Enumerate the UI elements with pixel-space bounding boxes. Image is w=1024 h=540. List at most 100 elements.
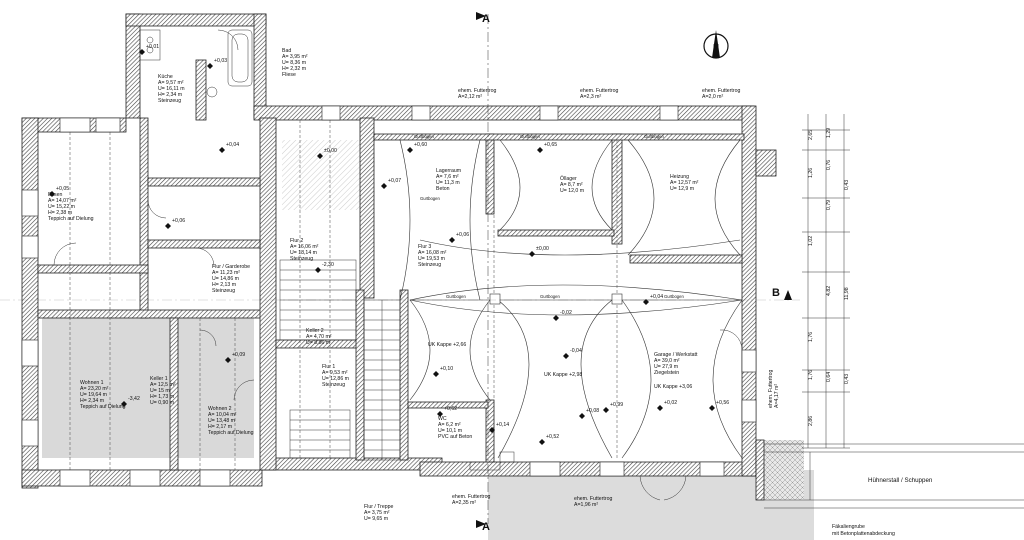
gurtbogen-3: Gurtbogen	[644, 134, 664, 139]
dimension-value: 0,76	[826, 160, 832, 170]
room-label-line: H= 2,32 m	[282, 66, 306, 72]
level-marker: +0,10	[433, 366, 453, 377]
room-label-line: Steinzeug	[418, 262, 441, 268]
room-label-line: U= 11,3 m	[436, 180, 460, 186]
level-value: +0,09	[232, 352, 245, 358]
level-diamond-icon	[317, 153, 323, 159]
level-diamond-icon	[539, 439, 545, 445]
level-diamond-icon	[553, 315, 559, 321]
level-value: +0,60	[414, 142, 427, 148]
room-label-line: Flur 2	[290, 238, 303, 244]
section-marker-right: B	[772, 287, 780, 299]
room-label-line: A= 16,08 m²	[418, 250, 447, 256]
treppe-hatch	[282, 140, 362, 210]
room-label-line: Steinzeug	[290, 256, 313, 262]
room-label-line: WC	[438, 416, 447, 422]
gurtbogen-5: Gurtbogen	[540, 294, 560, 299]
room-label-line: Lagerraum	[436, 168, 461, 174]
room-label-line: U= 9,65 m	[364, 516, 388, 522]
room-label-line: U= 0,90 m	[150, 400, 174, 406]
room-label-line: Essen	[48, 192, 63, 198]
room-label-line: PVC auf Beton	[438, 434, 472, 440]
level-marker: +0,06	[165, 218, 185, 229]
gurtbogen-2: Gurtbogen	[520, 134, 540, 139]
room-label-line: Flur 3	[418, 244, 431, 250]
level-marker: +0,56	[709, 400, 729, 411]
level-diamond-icon	[207, 63, 213, 69]
level-value: +0,07	[388, 178, 401, 184]
level-marker: +0,07	[381, 178, 401, 189]
level-value: +0,03	[214, 58, 227, 64]
section-marker-top: A	[482, 13, 490, 25]
room-label-line: Garage / Werkstatt	[654, 352, 698, 358]
level-value: +0,06	[172, 218, 185, 224]
room-label-line: U= 8,86 m	[306, 340, 330, 346]
room-label-line: U= 15,22 m	[48, 204, 75, 210]
room-label-line: A= 7,6 m²	[436, 174, 459, 180]
level-value: +0,01	[146, 44, 159, 50]
level-marker: +0,08	[579, 408, 599, 419]
level-marker: -3,42	[121, 396, 140, 407]
room-label-line: H= 2,38 m	[48, 210, 72, 216]
room-label-line: Heizung	[670, 174, 689, 180]
level-diamond-icon	[407, 147, 413, 153]
dimension-value: 0,64	[826, 372, 832, 382]
room-label-line: H= 1,73 m	[150, 394, 174, 400]
level-value: +0,08	[586, 408, 599, 414]
level-diamond-icon	[219, 147, 225, 153]
room-label-line: A= 12,5 m²	[150, 382, 176, 388]
gurtbogen-4: Gurtbogen	[446, 294, 466, 299]
level-value: +0,04	[650, 294, 663, 300]
room-label-line: A= 6,2 m²	[438, 422, 461, 428]
level-value: +0,65	[544, 142, 557, 148]
level-value: +0,02	[664, 400, 677, 406]
room-label-line: A= 23,20 m²	[80, 386, 109, 392]
level-value: +0,52	[546, 434, 559, 440]
dimension-value: 0,43	[844, 374, 850, 384]
level-diamond-icon	[563, 353, 569, 359]
level-value: -0,02	[560, 310, 572, 316]
level-diamond-icon	[139, 49, 145, 55]
level-value: +0,06	[456, 232, 469, 238]
level-diamond-icon	[657, 405, 663, 411]
level-value: -3,42	[128, 396, 140, 402]
level-marker: -0,02	[553, 310, 572, 321]
level-value: ±0,00	[536, 246, 549, 252]
dimension-value: 0,79	[826, 200, 832, 210]
futtertrog-label-6: ehem. FuttertrogA=4,17 m²	[768, 370, 780, 408]
room-label-line: Ziegelstein	[654, 370, 679, 376]
room-label-line: A= 14,07 m²	[48, 198, 77, 204]
room-label-line: Teppich auf Dielung	[48, 216, 94, 222]
dimension-value: 2,65	[808, 130, 814, 140]
level-diamond-icon	[437, 411, 443, 417]
level-marker: +0,65	[537, 142, 557, 153]
level-value: -2,30	[322, 262, 334, 268]
room-label-line: U= 16,11 m	[158, 86, 185, 92]
room-label-line: Wohnen 1	[80, 380, 104, 386]
door-swings	[53, 29, 743, 501]
level-marker: +0,04	[219, 142, 239, 153]
level-diamond-icon	[381, 183, 387, 189]
room-label-line: U= 8,36 m	[282, 60, 306, 66]
room-label-line: U= 18,14 m	[290, 250, 317, 256]
room-label-line: U= 12,86 m	[322, 376, 349, 382]
dimension-value: 2,86	[808, 416, 814, 426]
level-marker: +0,03	[207, 58, 227, 69]
room-label-line: U= 13,48 m	[208, 418, 235, 424]
room-label-line: Steinzeug	[322, 382, 345, 388]
room-label-line: A= 8,7 m²	[560, 182, 583, 188]
level-value: ±0,00	[324, 148, 337, 154]
room-label-line: U= 15 m	[150, 388, 170, 394]
level-marker: +0,02	[657, 400, 677, 411]
uk-kappe-1: UK Kappe +2,66	[428, 342, 466, 348]
